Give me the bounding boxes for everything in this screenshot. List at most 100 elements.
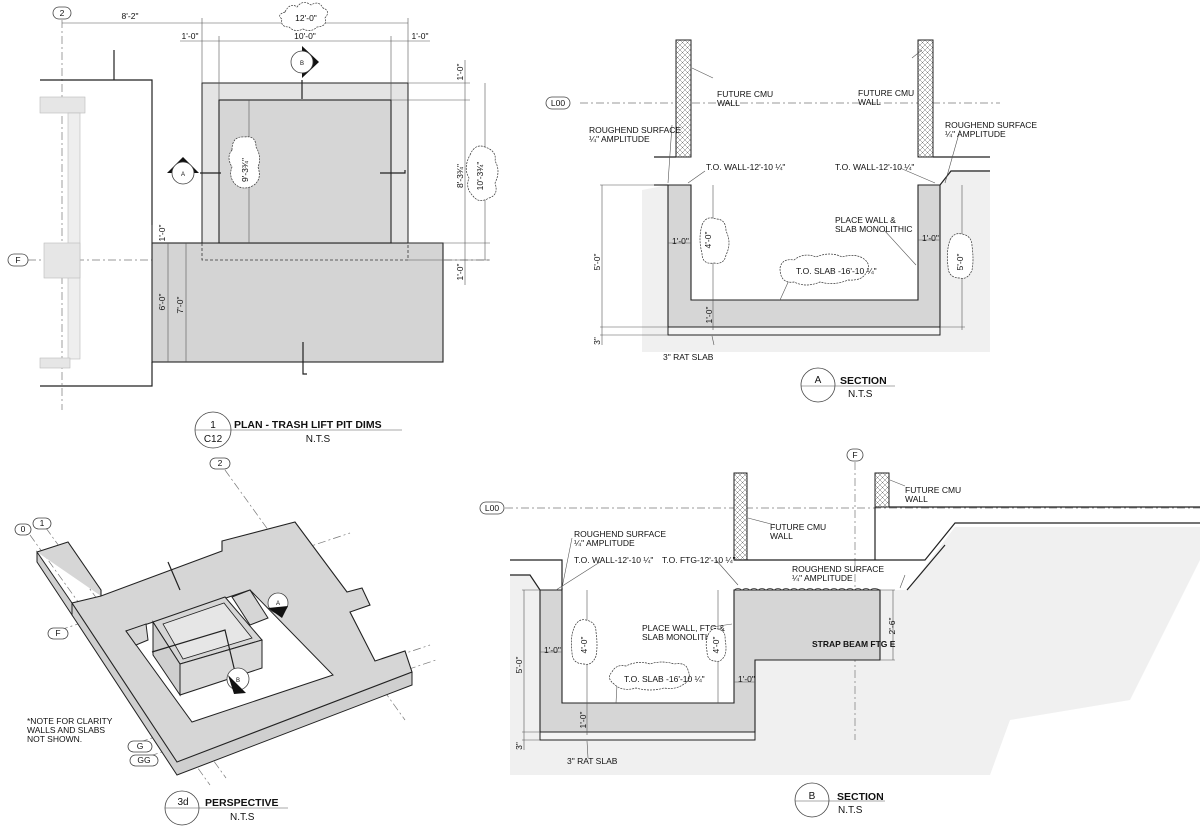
svg-text:3": 3" xyxy=(514,742,524,750)
svg-text:1'-0": 1'-0" xyxy=(922,233,939,243)
svg-text:B: B xyxy=(809,791,816,802)
plan-dimensions: 8'-2" 12'-0" 1'-0" 10'-0" 1'-0" 1'-0" 8'… xyxy=(62,2,499,314)
svg-text:¼" AMPLITUDE: ¼" AMPLITUDE xyxy=(792,573,853,583)
svg-text:12'-0": 12'-0" xyxy=(295,13,317,23)
svg-text:A: A xyxy=(276,601,280,607)
svg-text:T.O. SLAB -16'-10 ¼": T.O. SLAB -16'-10 ¼" xyxy=(624,674,705,684)
earth-fill xyxy=(510,527,1200,775)
svg-text:8'-3¾": 8'-3¾" xyxy=(455,164,465,188)
plan-title-block: 1 C12 PLAN - TRASH LIFT PIT DIMS N.T.S xyxy=(194,411,402,449)
svg-text:1'-0": 1'-0" xyxy=(578,712,588,729)
svg-text:1'-0": 1'-0" xyxy=(182,31,199,41)
grid-bubble-2: 2 xyxy=(52,6,72,20)
svg-text:PERSPECTIVE: PERSPECTIVE xyxy=(205,797,279,809)
svg-text:A: A xyxy=(815,375,822,386)
perspective-view: A B 0 1 2 F G GG *NOTE FOR CLARITY WALLS… xyxy=(14,457,437,826)
svg-text:4'-0": 4'-0" xyxy=(711,637,721,654)
rat-slab xyxy=(667,326,941,336)
svg-text:FUTURE CMU: FUTURE CMU xyxy=(905,485,961,495)
svg-text:WALL: WALL xyxy=(770,531,793,541)
svg-text:SECTION: SECTION xyxy=(837,791,884,803)
section-mark-a[interactable]: A xyxy=(167,157,199,185)
svg-text:ROUGHEND SURFACE: ROUGHEND SURFACE xyxy=(574,529,666,539)
svg-text:3": 3" xyxy=(592,337,602,345)
section-b-title-block: B SECTION N.T.S xyxy=(794,782,885,818)
svg-text:WALL: WALL xyxy=(717,98,740,108)
svg-text:T.O. WALL-12'-10 ¼": T.O. WALL-12'-10 ¼" xyxy=(706,162,785,172)
svg-text:6'-0": 6'-0" xyxy=(157,294,167,311)
svg-text:3" RAT SLAB: 3" RAT SLAB xyxy=(567,756,618,766)
svg-text:1'-0": 1'-0" xyxy=(704,307,714,324)
cmu-wall-mid xyxy=(733,472,748,561)
svg-text:FUTURE CMU: FUTURE CMU xyxy=(717,89,773,99)
svg-text:0: 0 xyxy=(21,524,26,534)
svg-text:L00: L00 xyxy=(551,98,565,108)
svg-text:F: F xyxy=(15,255,20,265)
grid-bubble-1: 1 xyxy=(32,517,52,530)
rat-slab xyxy=(539,731,756,741)
svg-text:7'-0": 7'-0" xyxy=(175,297,185,314)
grid-bubble-gg: GG xyxy=(129,754,159,767)
plan-slab xyxy=(151,242,444,363)
perspective-section-mark-b[interactable]: B xyxy=(226,667,250,694)
svg-text:SLAB MONOLITHIC: SLAB MONOLITHIC xyxy=(835,224,912,234)
svg-text:10'-3¾": 10'-3¾" xyxy=(475,162,485,191)
earth-fill xyxy=(642,170,990,352)
svg-text:T.O. FTG-12'-10 ¼": T.O. FTG-12'-10 ¼" xyxy=(662,555,736,565)
svg-text:FUTURE CMU: FUTURE CMU xyxy=(770,522,826,532)
svg-text:FUTURE CMU: FUTURE CMU xyxy=(858,88,914,98)
svg-text:G: G xyxy=(137,741,144,751)
svg-text:L00: L00 xyxy=(485,503,499,513)
svg-text:4'-0": 4'-0" xyxy=(703,232,713,249)
svg-text:N.T.S: N.T.S xyxy=(306,434,331,445)
svg-text:1: 1 xyxy=(40,518,45,528)
svg-text:*NOTE FOR CLARITY: *NOTE FOR CLARITY xyxy=(27,716,113,726)
svg-text:4'-0": 4'-0" xyxy=(579,637,589,654)
svg-text:N.T.S: N.T.S xyxy=(848,389,873,400)
svg-text:B: B xyxy=(300,61,304,67)
cmu-wall-right xyxy=(917,39,934,158)
grid-bubble-f: F xyxy=(47,627,69,640)
svg-text:ROUGHEND SURFACE: ROUGHEND SURFACE xyxy=(589,125,681,135)
existing-building-outline xyxy=(39,50,153,387)
grid-bubble-2: 2 xyxy=(209,457,231,470)
svg-text:1'-0": 1'-0" xyxy=(544,645,561,655)
svg-text:1'-0": 1'-0" xyxy=(412,31,429,41)
grid-bubble-f: F xyxy=(7,253,29,267)
svg-text:SLAB MONOLITHIC: SLAB MONOLITHIC xyxy=(642,632,719,642)
svg-text:1: 1 xyxy=(210,420,216,431)
svg-text:¼" AMPLITUDE: ¼" AMPLITUDE xyxy=(945,129,1006,139)
svg-text:PLAN - TRASH LIFT PIT DIMS: PLAN - TRASH LIFT PIT DIMS xyxy=(234,419,382,431)
svg-text:2: 2 xyxy=(60,8,65,18)
svg-text:WALL: WALL xyxy=(858,97,881,107)
grid-bubble-g: G xyxy=(127,740,153,753)
svg-text:NOT SHOWN.: NOT SHOWN. xyxy=(27,734,82,744)
section-mark-b[interactable]: B xyxy=(290,46,319,78)
svg-text:C12: C12 xyxy=(204,434,223,445)
grid-bubble-0: 0 xyxy=(14,523,32,536)
grid-bubble-f: F xyxy=(846,448,864,462)
svg-text:8'-2": 8'-2" xyxy=(122,11,139,21)
svg-text:2: 2 xyxy=(218,458,223,468)
section-b-view: L00 F ROUGHEND SURFACE ¼" AMPLITUDE T.O.… xyxy=(479,448,1200,818)
svg-text:T.O. WALL-12'-10 ¼": T.O. WALL-12'-10 ¼" xyxy=(574,555,653,565)
svg-text:ROUGHEND SURFACE: ROUGHEND SURFACE xyxy=(945,120,1037,130)
svg-text:¼" AMPLITUDE: ¼" AMPLITUDE xyxy=(574,538,635,548)
svg-text:1'-0": 1'-0" xyxy=(455,64,465,81)
perspective-section-mark-a[interactable]: A xyxy=(267,592,289,618)
svg-text:5'-0": 5'-0" xyxy=(514,657,524,674)
svg-text:1'-0": 1'-0" xyxy=(738,674,755,684)
svg-text:5'-0": 5'-0" xyxy=(592,254,602,271)
svg-text:N.T.S: N.T.S xyxy=(230,812,255,823)
level-bubble-l00: L00 xyxy=(545,96,571,110)
svg-text:PLACE WALL, FTG &: PLACE WALL, FTG & xyxy=(642,623,725,633)
svg-text:F: F xyxy=(852,450,857,460)
svg-text:B: B xyxy=(236,678,240,684)
perspective-note: *NOTE FOR CLARITY WALLS AND SLABS NOT SH… xyxy=(27,716,113,744)
svg-text:2'-6": 2'-6" xyxy=(887,618,897,635)
svg-text:1'-0": 1'-0" xyxy=(455,264,465,281)
svg-text:STRAP BEAM FTG E: STRAP BEAM FTG E xyxy=(812,639,896,649)
svg-text:1'-0": 1'-0" xyxy=(672,236,689,246)
svg-text:WALL: WALL xyxy=(905,494,928,504)
